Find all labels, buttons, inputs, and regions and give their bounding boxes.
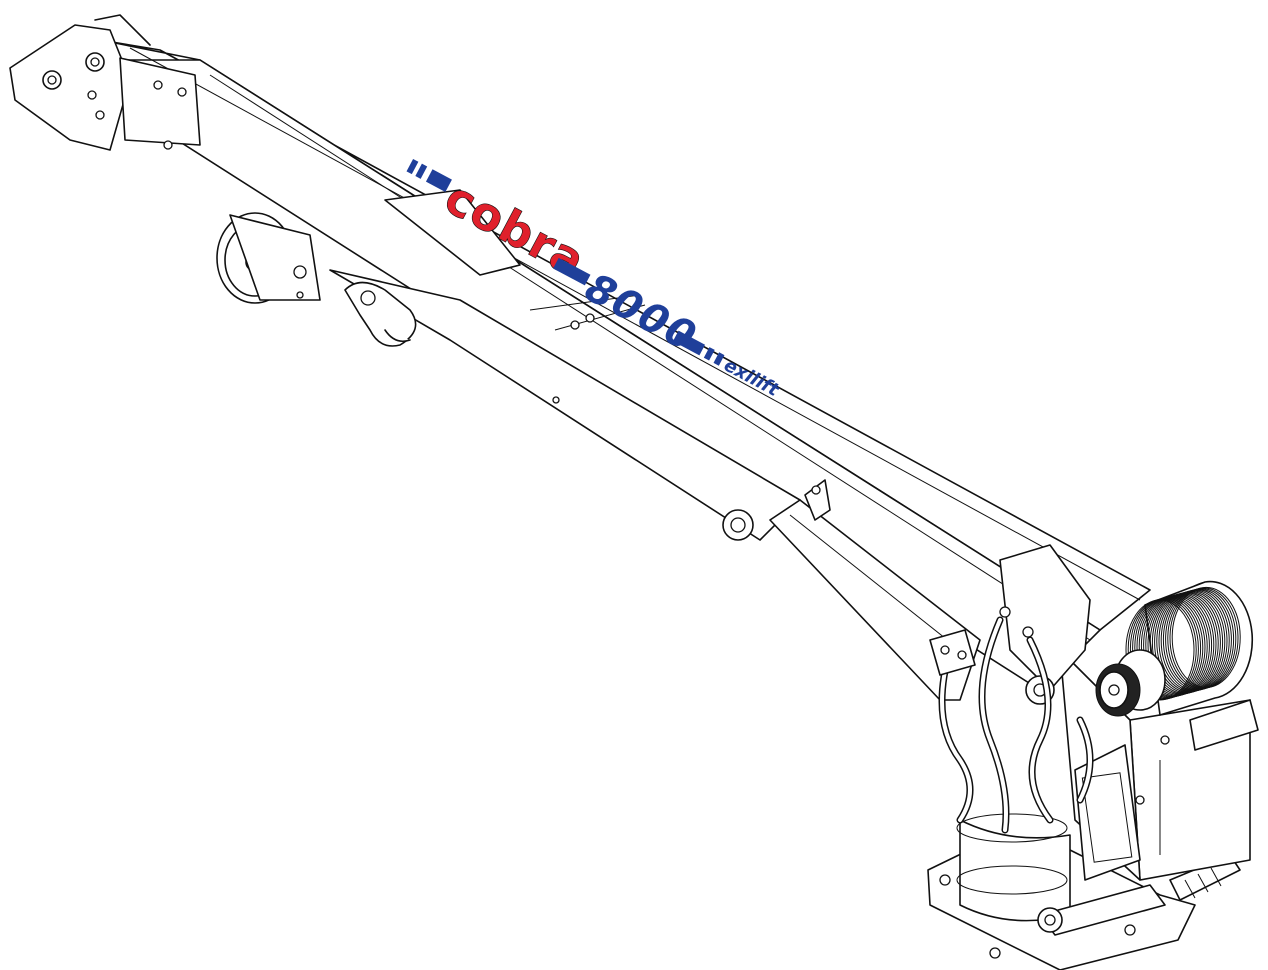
cable-winding [1162,589,1232,691]
head-plate [9,24,131,151]
stripe-mid [553,257,591,286]
slew-motor [1037,854,1241,936]
stripe-left [406,158,419,175]
lift-cylinder [769,499,981,701]
crane-base [927,813,1241,970]
stripe-right [672,330,706,356]
cable-winding [1165,588,1235,690]
hydraulic-hoses [929,606,1094,834]
lower-boom [329,269,981,701]
head-bracket [119,57,201,146]
main-boom [99,39,1151,705]
cable-winding [1167,588,1237,690]
boom-guard [384,189,521,276]
boom-top-face [99,39,1151,631]
drum-cable-windings [1125,586,1241,701]
winch-drum [1095,580,1254,717]
winch-housing [1059,649,1259,881]
valve-block [929,629,976,676]
boom-head [9,14,201,151]
hook-block [216,212,417,347]
cable-winding [1171,586,1241,688]
cable-winding [1169,587,1239,689]
boom-pivot-bracket [999,544,1091,691]
boom-side-face [119,59,1101,691]
